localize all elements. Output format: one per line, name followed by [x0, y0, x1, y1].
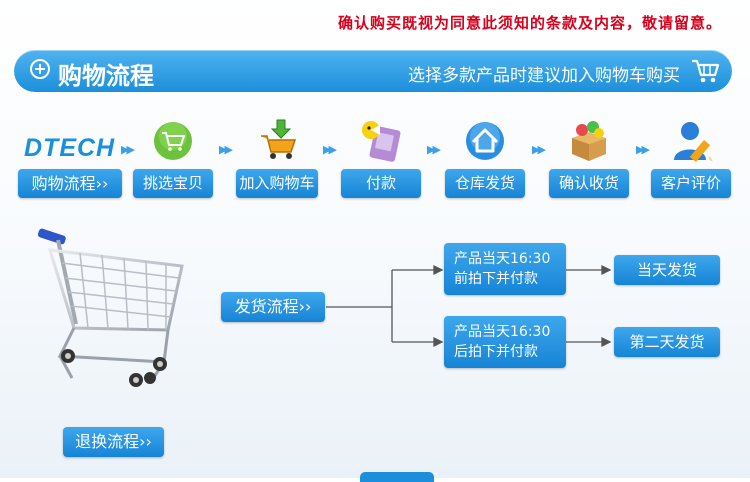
case-condition-line1: 产品当天16:30	[454, 324, 551, 340]
purchase-notice: 确认购买既视为同意此须知的条款及内容，敬请留意。	[337, 14, 722, 32]
double-arrow-icon: ▶▶	[532, 143, 546, 156]
shopping-cart-icon	[692, 59, 720, 83]
banner-title: 购物流程	[58, 62, 154, 90]
shopping-cart-illustration	[37, 228, 184, 387]
user-edit-icon	[674, 122, 713, 162]
step-customer-review[interactable]: 客户评价	[651, 169, 731, 198]
shipping-process-button[interactable]: 发货流程››	[221, 292, 325, 322]
double-arrow-icon: ▶▶	[323, 143, 337, 156]
cart-add-icon	[261, 119, 297, 159]
case-condition-line2: 前拍下并付款	[454, 271, 538, 287]
banner-tip: 选择多款产品时建议加入购物车购买	[408, 66, 680, 86]
double-arrow-icon: ▶▶	[121, 143, 135, 156]
dtech-logo: DTECH	[24, 134, 116, 162]
step-warehouse-ship[interactable]: 仓库发货	[445, 169, 525, 198]
shopping-process-banner: 购物流程 选择多款产品时建议加入购物车购买	[14, 50, 732, 92]
step-select-item[interactable]: 挑选宝贝	[133, 169, 213, 198]
double-arrow-icon: ▶▶	[219, 143, 233, 156]
same-day-shipping-result: 当天发货	[614, 255, 720, 285]
step-payment[interactable]: 付款	[341, 169, 421, 198]
double-arrow-icon: ▶▶	[636, 143, 650, 156]
package-box-icon	[572, 121, 606, 161]
payment-icon	[362, 121, 401, 162]
step-confirm-receipt[interactable]: 确认收货	[549, 169, 629, 198]
case-condition-line2: 后拍下并付款	[454, 344, 538, 360]
next-day-shipping-result: 第二天发货	[614, 327, 720, 357]
case-condition-line1: 产品当天16:30	[454, 251, 551, 267]
home-icon	[466, 122, 504, 160]
shipping-case-after-cutoff: 产品当天16:30 后拍下并付款	[444, 316, 566, 368]
circle-plus-icon	[30, 59, 50, 79]
section-tab	[360, 472, 434, 482]
shipping-case-before-cutoff: 产品当天16:30 前拍下并付款	[444, 243, 566, 295]
double-arrow-icon: ▶▶	[427, 143, 441, 156]
shopping-process-button[interactable]: 购物流程››	[18, 169, 122, 198]
green-cart-icon	[154, 122, 192, 160]
step-add-to-cart[interactable]: 加入购物车	[236, 169, 318, 198]
returns-process-button[interactable]: 退换流程››	[63, 427, 164, 457]
